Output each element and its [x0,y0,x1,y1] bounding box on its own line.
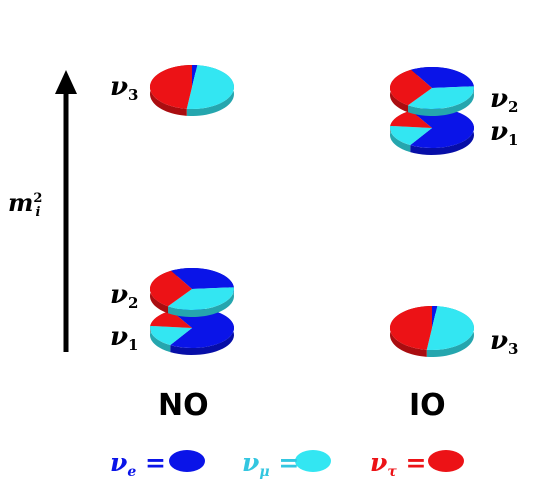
no-nu2-label: ν2 [110,280,139,312]
io-nu2-label: ν2 [490,84,519,116]
no-nu1-disc-slice-mu [149,325,192,346]
io-nu2-disc-slice-tau [390,69,432,106]
no-nu3-disc-slice-e [192,64,198,87]
no-nu2-disc-side-mu [168,287,234,317]
legend-swatch-mu [295,450,331,472]
no-nu1-label: ν1 [110,322,139,354]
no-nu2-disc [150,267,234,317]
legend-nu-mu-label: νμ = [242,448,300,480]
legend-disc-layer [169,450,464,472]
no-title: NO [158,388,209,423]
no-nu3-label: ν3 [110,72,139,104]
io-nu2-disc [390,66,474,116]
mass-axis-arrowhead [55,70,77,94]
disc-layer [149,64,474,357]
io-nu3-disc-slice-e [432,306,438,328]
io-nu2-disc-slice-mu [408,86,474,109]
no-nu1-disc-slice-tau [150,310,192,328]
io-nu1-disc-slice-mu [389,125,432,146]
io-nu3-disc [389,306,474,357]
io-nu1-disc-slice-e [410,108,474,149]
io-nu3-disc-slice-tau [389,306,432,350]
legend-nu-e-label: νe = [110,448,166,480]
legend-swatch-e [169,450,205,472]
io-title: IO [409,388,446,423]
no-nu1-disc-side-mu [150,325,171,353]
io-nu2-disc-side-mu [408,86,474,116]
no-nu2-disc-slice-mu [168,287,234,310]
legend-swatch-tau [428,450,464,472]
no-nu1-disc-slice-e [170,308,234,349]
legend-nu-tau-label: ντ = [370,448,427,480]
no-nu2-disc-slice-tau [150,270,192,307]
io-nu3-disc-slice-mu [426,306,474,351]
no-nu2-disc-slice-e [171,267,234,289]
no-nu3-disc-slice-tau [149,64,192,109]
io-nu3-label: ν3 [490,326,519,358]
no-nu3-disc [149,64,234,116]
io-nu1-disc-side-mu [390,125,411,153]
io-nu1-disc-slice-tau [390,110,432,128]
io-nu2-disc-slice-e [411,66,474,88]
axis-label: m2i [8,188,43,220]
io-nu1-label: ν1 [490,117,519,149]
no-nu3-disc-slice-mu [186,65,234,110]
